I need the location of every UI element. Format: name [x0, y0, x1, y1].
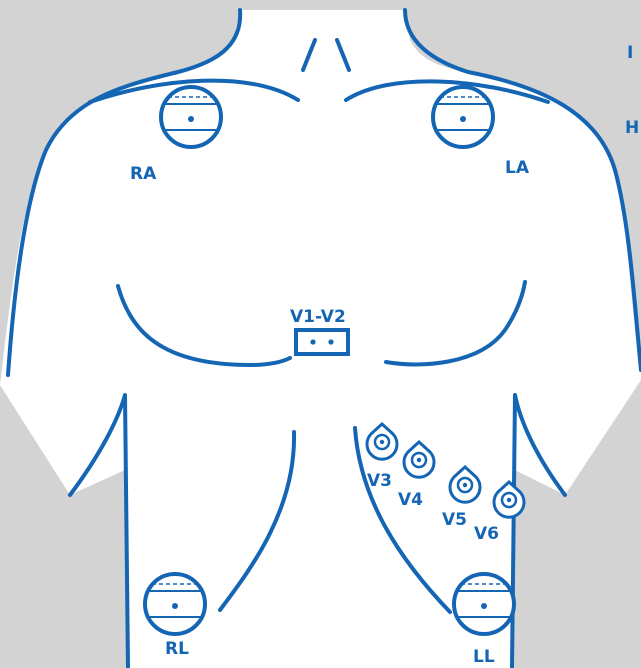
- label-ll: LL: [473, 647, 495, 667]
- label-rl: RL: [165, 639, 189, 659]
- label-v3: V3: [367, 471, 392, 491]
- label-v4: V4: [398, 490, 423, 510]
- header-title-fragment: I: [627, 43, 633, 63]
- label-v6: V6: [474, 524, 499, 544]
- electrode-la: [433, 87, 493, 147]
- electrode-v1v2: [296, 330, 348, 354]
- label-v1v2: V1-V2: [290, 307, 346, 327]
- electrode-rl: [145, 574, 205, 634]
- label-la: LA: [505, 158, 530, 178]
- label-v5: V5: [442, 510, 467, 530]
- label-ra: RA: [130, 164, 157, 184]
- electrode-ll: [454, 574, 514, 634]
- electrode-ra: [161, 87, 221, 147]
- header-subtitle-fragment: H: [625, 118, 639, 138]
